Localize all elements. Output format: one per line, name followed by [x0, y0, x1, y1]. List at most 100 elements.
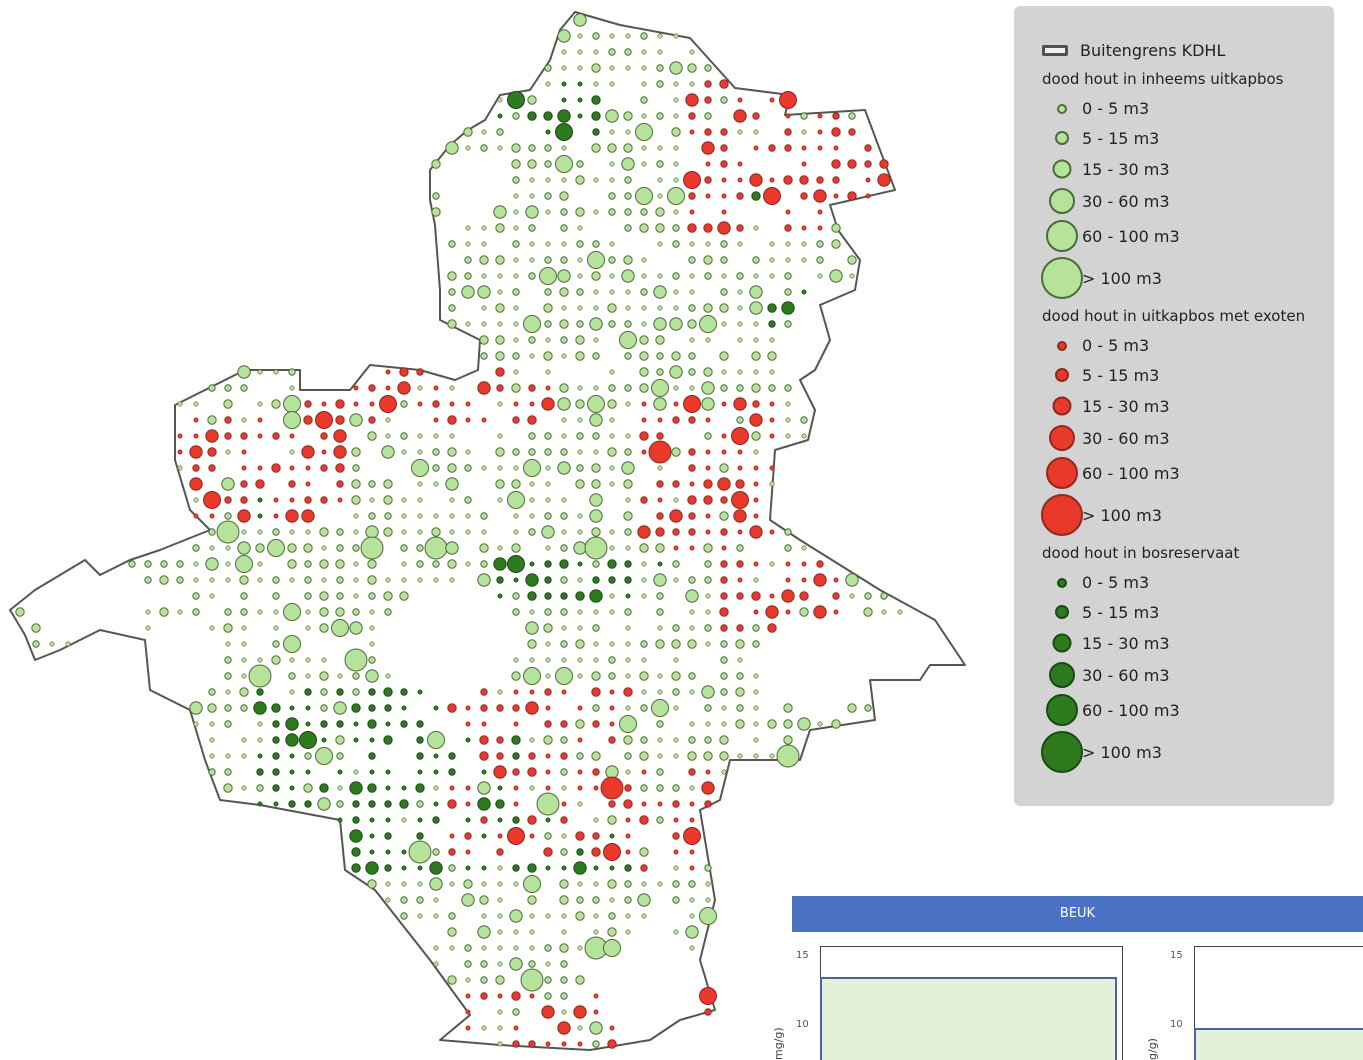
sample-point-inheems — [719, 735, 729, 745]
sample-point-exoten — [673, 849, 679, 855]
sample-point-inheems — [657, 737, 663, 743]
sample-point-inheems — [591, 271, 601, 281]
sample-point-inheems — [209, 577, 215, 583]
sample-point-exoten — [315, 411, 333, 429]
sample-point-inheems — [621, 157, 635, 171]
sample-point-inheems — [577, 257, 583, 263]
sample-point-inheems — [497, 545, 503, 551]
sample-point-reservaat — [577, 97, 583, 103]
sample-point-inheems — [528, 960, 536, 968]
sample-point-inheems — [272, 640, 280, 648]
sample-point-inheems — [608, 208, 616, 216]
sample-point-inheems — [447, 271, 457, 281]
sample-point-inheems — [784, 528, 792, 536]
sample-point-inheems — [545, 209, 551, 215]
sample-point-inheems — [497, 289, 503, 295]
sample-point-inheems — [591, 143, 601, 153]
sample-point-exoten — [737, 577, 743, 583]
sample-point-reservaat — [527, 591, 537, 601]
sample-point-inheems — [448, 304, 456, 312]
sample-point-inheems — [255, 543, 265, 553]
sample-point-inheems — [593, 929, 599, 935]
sample-point-inheems — [719, 511, 729, 521]
sample-point-reservaat — [305, 705, 311, 711]
sample-point-inheems — [721, 721, 727, 727]
sample-point-inheems — [673, 209, 679, 215]
sample-point-inheems — [401, 513, 407, 519]
sample-point-exoten — [593, 993, 599, 999]
sample-point-reservaat — [384, 864, 392, 872]
sample-point-exoten — [624, 784, 632, 792]
sample-point-exoten — [353, 385, 359, 391]
sample-point-inheems — [624, 48, 632, 56]
sample-point-inheems — [593, 657, 599, 663]
sample-point-reservaat — [417, 769, 423, 775]
sample-point-inheems — [544, 160, 552, 168]
sample-point-inheems — [769, 561, 775, 567]
sample-point-exoten — [593, 785, 599, 791]
sample-point-inheems — [401, 449, 407, 455]
sample-point-exoten — [257, 417, 263, 423]
sample-point-exoten — [333, 445, 347, 459]
sample-point-inheems — [369, 609, 375, 615]
sample-point-exoten — [573, 1005, 587, 1019]
sample-point-inheems — [705, 721, 711, 727]
sample-point-inheems — [753, 577, 759, 583]
sample-point-exoten — [449, 785, 455, 791]
sample-point-inheems — [205, 557, 219, 571]
tick-label-10-left: 10 — [796, 1019, 809, 1030]
sample-point-exoten — [769, 433, 775, 439]
sample-point-inheems — [545, 177, 551, 183]
sample-point-inheems — [592, 560, 600, 568]
sample-point-inheems — [672, 880, 680, 888]
sample-point-exoten — [512, 704, 520, 712]
sample-point-inheems — [225, 577, 231, 583]
sample-point-exoten — [704, 128, 712, 136]
sample-point-exoten — [496, 704, 504, 712]
sample-point-inheems — [656, 352, 664, 360]
sample-point-inheems — [689, 241, 695, 247]
sample-point-exoten — [237, 509, 251, 523]
sample-point-inheems — [559, 319, 569, 329]
sample-point-inheems — [625, 929, 631, 935]
sample-point-inheems — [417, 513, 423, 519]
sample-point-inheems — [145, 609, 151, 615]
sample-point-inheems — [689, 609, 695, 615]
sample-point-exoten — [641, 801, 647, 807]
sample-point-inheems — [593, 49, 599, 55]
sample-point-reservaat — [369, 817, 375, 823]
sample-point-inheems — [651, 699, 669, 717]
sample-point-exoten — [465, 705, 471, 711]
sample-point-reservaat — [497, 593, 503, 599]
sample-point-exoten — [701, 781, 715, 795]
sample-point-inheems — [603, 939, 621, 957]
sample-point-exoten — [209, 513, 215, 519]
sample-point-reservaat — [305, 769, 311, 775]
sample-point-inheems — [352, 544, 360, 552]
sample-point-inheems — [289, 449, 295, 455]
sample-point-inheems — [432, 448, 440, 456]
sample-point-exoten — [529, 401, 535, 407]
sample-point-exoten — [731, 427, 749, 445]
sample-point-inheems — [657, 673, 663, 679]
sample-point-inheems — [353, 561, 359, 567]
sample-point-exoten — [465, 417, 471, 423]
sample-point-inheems — [673, 657, 679, 663]
sample-point-reservaat — [353, 721, 359, 727]
sample-point-reservaat — [257, 513, 263, 519]
sample-point-exoten — [477, 381, 491, 395]
sample-point-inheems — [305, 625, 311, 631]
circle-symbol-icon — [1042, 94, 1082, 123]
sample-point-exoten — [608, 736, 616, 744]
sample-point-inheems — [192, 608, 200, 616]
sample-point-inheems — [575, 351, 585, 361]
sample-point-inheems — [248, 664, 272, 688]
sample-point-inheems — [464, 944, 472, 952]
sample-point-reservaat — [319, 783, 329, 793]
sample-point-reservaat — [416, 832, 424, 840]
sample-point-exoten — [304, 400, 312, 408]
sample-point-exoten — [801, 577, 807, 583]
sample-point-inheems — [368, 592, 376, 600]
sample-point-inheems — [544, 288, 552, 296]
sample-point-exoten — [525, 701, 539, 715]
